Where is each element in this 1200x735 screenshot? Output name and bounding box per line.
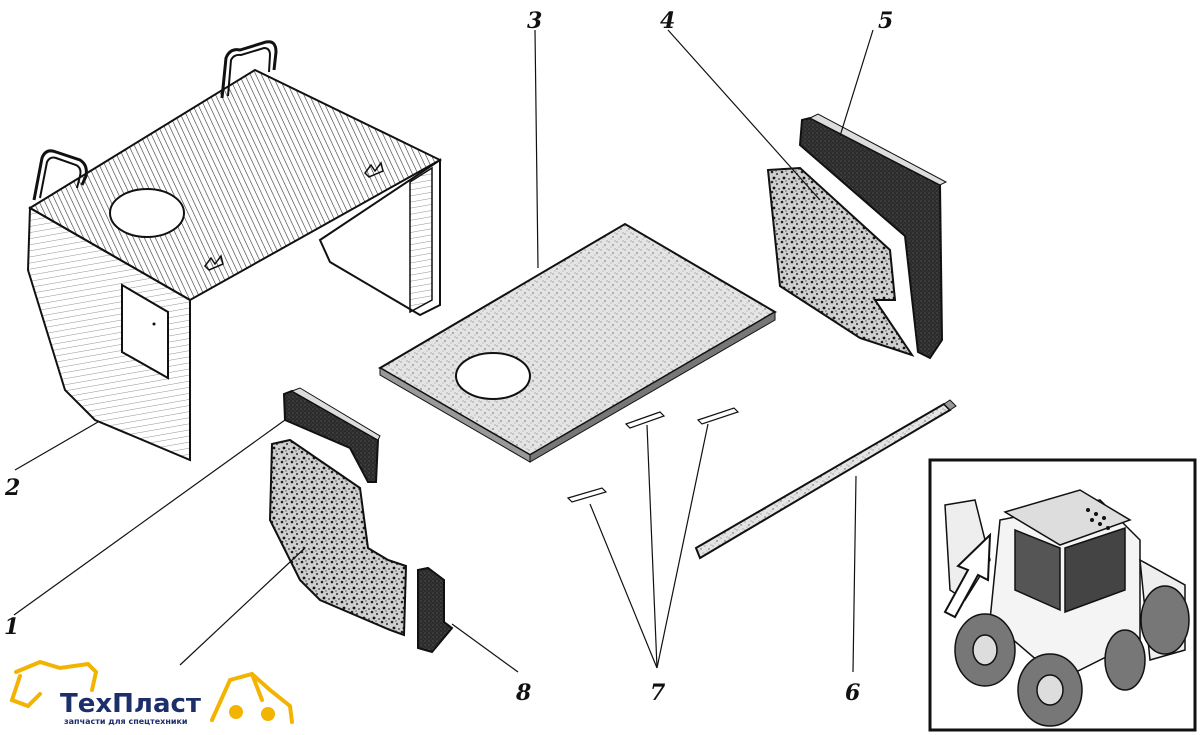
logo-name: ТехПласт bbox=[60, 689, 201, 719]
cab-frame-part bbox=[26, 40, 443, 462]
label-plates-7-part bbox=[566, 407, 740, 503]
part-label-7: 7 bbox=[650, 680, 666, 706]
part-label-3: 3 bbox=[527, 8, 542, 34]
logo-tagline: запчасти для спецтехники bbox=[64, 717, 188, 726]
insulation-strip-5-part bbox=[798, 113, 948, 360]
long-bar-6-part bbox=[694, 399, 957, 560]
floor-panel-part bbox=[378, 222, 777, 463]
insulation-panel-left-part bbox=[268, 438, 408, 637]
skid-steer-loader-icon bbox=[944, 489, 1190, 727]
part-label-6: 6 bbox=[845, 680, 860, 706]
loader-inset bbox=[928, 458, 1197, 732]
part-label-2: 2 bbox=[4, 475, 20, 501]
techplast-logo: ТехПласт запчасти для спецтехники bbox=[9, 659, 294, 726]
insulation-panel-4-part bbox=[766, 166, 915, 357]
arrow-up-right-icon bbox=[943, 532, 992, 619]
part-label-5: 5 bbox=[878, 8, 893, 34]
leader-lines bbox=[13, 29, 874, 673]
part-label-4: 4 bbox=[660, 8, 675, 34]
part-label-8: 8 bbox=[515, 680, 531, 706]
part-numbers: 2 1 3 4 5 6 7 8 bbox=[4, 8, 893, 706]
bracket-8-part bbox=[417, 566, 454, 654]
insulation-strip-1-part bbox=[282, 387, 381, 483]
excavator-logo-icon bbox=[9, 659, 294, 724]
part-label-1: 1 bbox=[4, 614, 19, 640]
